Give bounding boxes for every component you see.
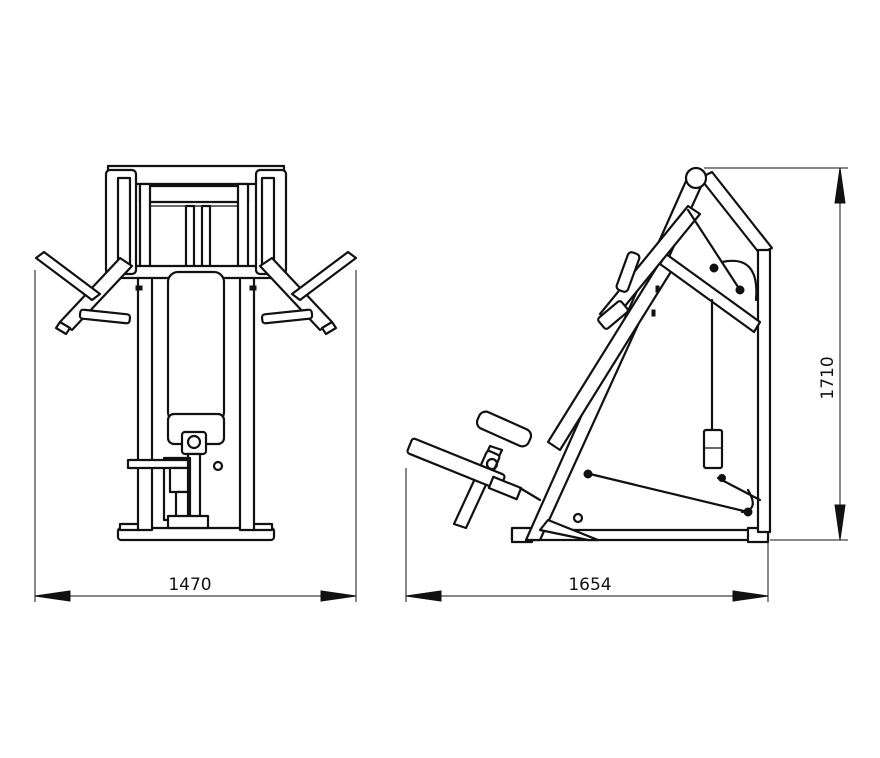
dimension-front-width: 1470 xyxy=(34,270,357,602)
front-width-label: 1470 xyxy=(168,575,211,595)
height-label: 1710 xyxy=(818,356,838,399)
side-depth-label: 1654 xyxy=(568,575,611,595)
side-view xyxy=(406,166,774,544)
dimension-height: 1710 xyxy=(704,167,848,541)
front-view xyxy=(34,164,358,542)
dimension-side-depth: 1654 xyxy=(405,468,769,602)
